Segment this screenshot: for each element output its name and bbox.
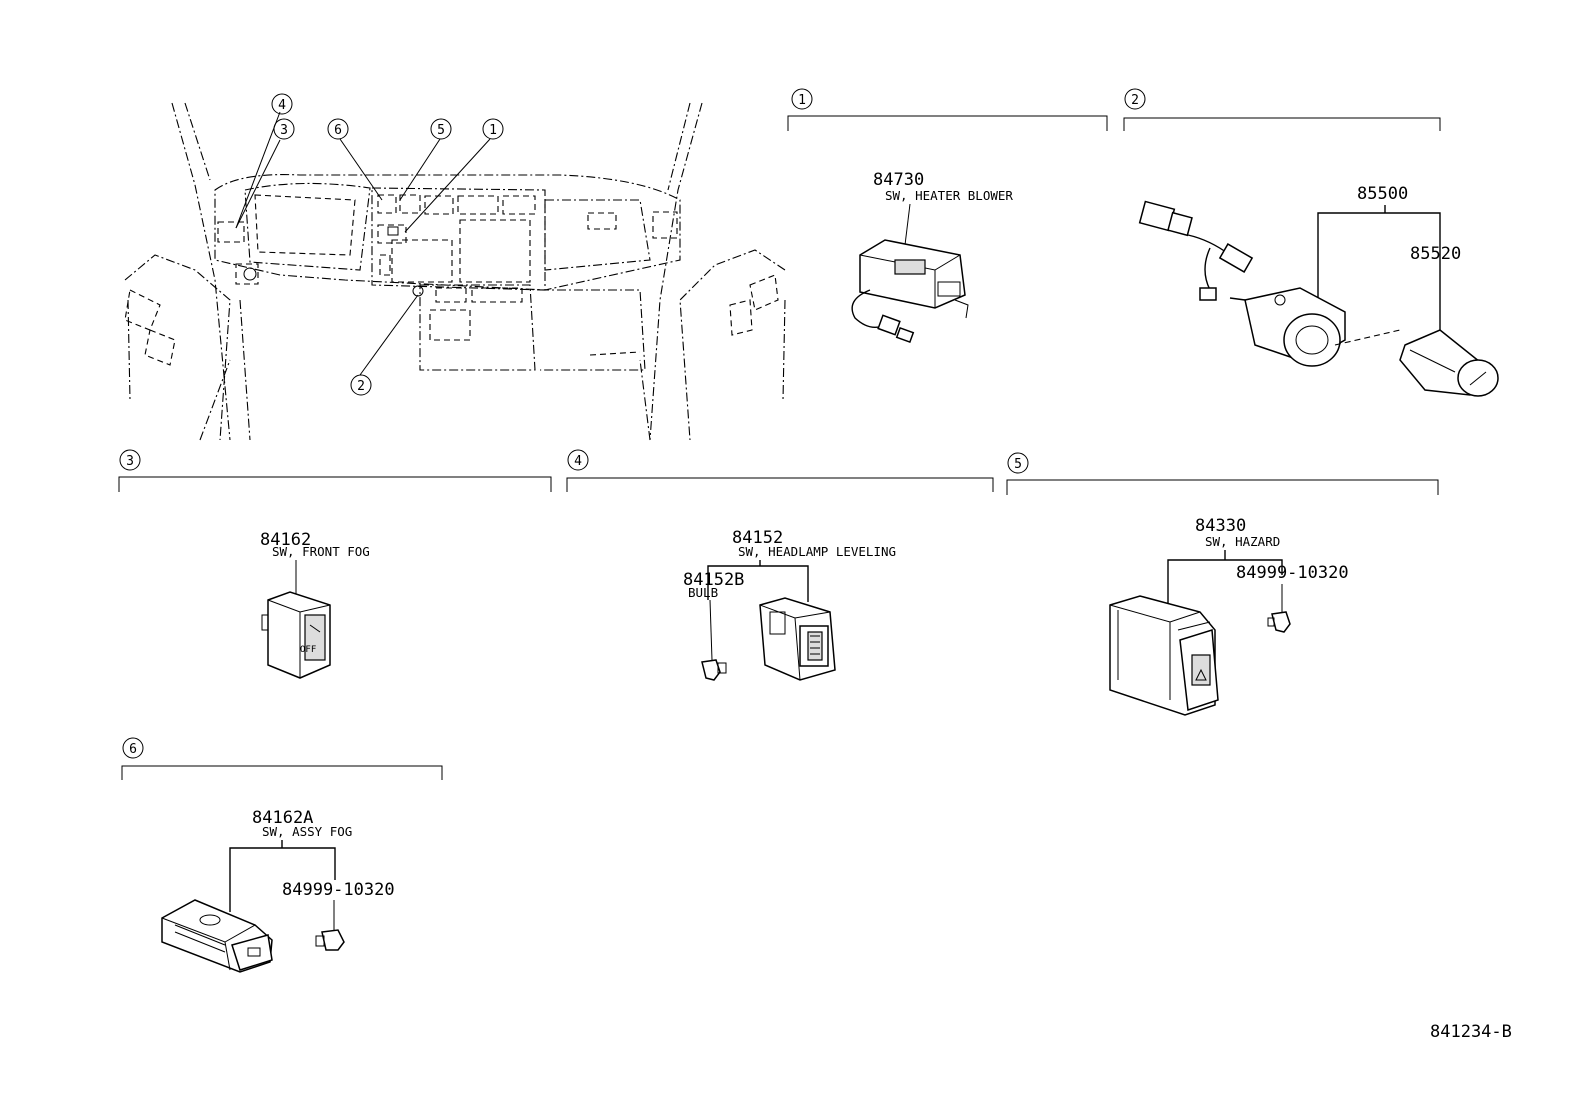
- part-no-84152: 84152: [732, 528, 783, 548]
- overview-callout-2: 2: [350, 374, 372, 396]
- part-no-84999-10320-fog: 84999-10320: [282, 880, 395, 900]
- overview-leader-lines: [235, 111, 491, 376]
- lighter-element-illustration: [1399, 329, 1499, 397]
- assy-fog-bulb-illustration: [315, 929, 345, 951]
- part-no-84999-10320-hazard: 84999-10320: [1236, 563, 1349, 583]
- section-5-bracket: [1006, 479, 1439, 495]
- section-2-callout: [1124, 88, 1146, 110]
- hazard-switch-illustration: [1109, 595, 1219, 716]
- lighter-socket-illustration: [1138, 200, 1401, 367]
- section-3-front-fog: 3 84162 SW, FRONT FOG OFF: [118, 449, 552, 679]
- part-name-bulb: BULB: [688, 585, 718, 600]
- section-6-bracket: [121, 765, 443, 780]
- overview-callout-6: 6: [327, 118, 349, 140]
- part-no-84330: 84330: [1195, 516, 1246, 536]
- part-name-headlamp-leveling: SW, HEADLAMP LEVELING: [738, 544, 896, 559]
- heater-blower-switch-illustration: [851, 239, 969, 344]
- front-fog-switch-illustration: OFF: [261, 591, 331, 679]
- section-1-callout-text: 1: [798, 93, 806, 108]
- section-3-bracket: [118, 476, 552, 492]
- part-name-front-fog: SW, FRONT FOG: [272, 544, 370, 559]
- section-5-hazard: 5 84330 SW, HAZARD 84999-10320: [1006, 452, 1439, 716]
- section-2-callout-text: 2: [1131, 93, 1139, 108]
- part-no-84162: 84162: [260, 530, 311, 550]
- section-6-callout: [122, 737, 144, 759]
- diagram-id-label: 841234-B: [1430, 1022, 1512, 1042]
- section-4-callout: [567, 449, 589, 471]
- hazard-bulb-illustration: [1267, 611, 1291, 633]
- section-3-callout: [119, 449, 141, 471]
- part-name-hazard: SW, HAZARD: [1205, 534, 1280, 549]
- section-4-headlamp-leveling: 4 84152 SW, HEADLAMP LEVELING 84152B BUL…: [566, 449, 994, 681]
- dashboard-overview-drawing: [124, 102, 786, 441]
- svg-text:1: 1: [489, 123, 497, 138]
- overview-callout-3: 3: [273, 118, 295, 140]
- part-no-84152B: 84152B: [683, 570, 744, 590]
- section-4-callout-text: 4: [574, 454, 582, 469]
- section-6-callout-text: 6: [129, 742, 137, 757]
- svg-text:3: 3: [280, 123, 288, 138]
- section-1-callout: [791, 88, 813, 110]
- part-name-heater-blower: SW, HEATER BLOWER: [885, 188, 1013, 203]
- overview-callout-5: 5: [430, 118, 452, 140]
- section-1-heater-blower: 1 84730 SW, HEATER BLOWER: [787, 88, 1108, 344]
- section-3-callout-text: 3: [126, 454, 134, 469]
- bulb-illustration: [701, 659, 727, 681]
- overview-callout-4: 4: [271, 93, 293, 115]
- fog-switch-off-label: OFF: [300, 645, 316, 655]
- section-5-callout-text: 5: [1014, 457, 1022, 472]
- part-no-84730: 84730: [873, 170, 924, 190]
- svg-text:6: 6: [334, 123, 342, 138]
- part-no-85520: 85520: [1410, 244, 1461, 264]
- part-name-assy-fog: SW, ASSY FOG: [262, 824, 352, 839]
- overview-callout-1: 1: [482, 118, 504, 140]
- section-4-bracket: [566, 477, 994, 492]
- section-2-lighter: 2 85500 85520: [1123, 88, 1499, 397]
- section-6-assy-fog: 6 84162A SW, ASSY FOG 84999-10320: [121, 737, 443, 973]
- assy-fog-switch-illustration: [161, 899, 273, 973]
- part-no-85500: 85500: [1357, 184, 1408, 204]
- svg-text:4: 4: [278, 98, 286, 113]
- section-1-bracket: [787, 115, 1108, 131]
- svg-text:5: 5: [437, 123, 445, 138]
- part-no-84162A: 84162A: [252, 808, 313, 828]
- section-2-bracket: [1123, 117, 1441, 131]
- headlamp-leveling-switch-illustration: [759, 597, 836, 681]
- section-5-callout: [1007, 452, 1029, 474]
- svg-text:2: 2: [357, 379, 365, 394]
